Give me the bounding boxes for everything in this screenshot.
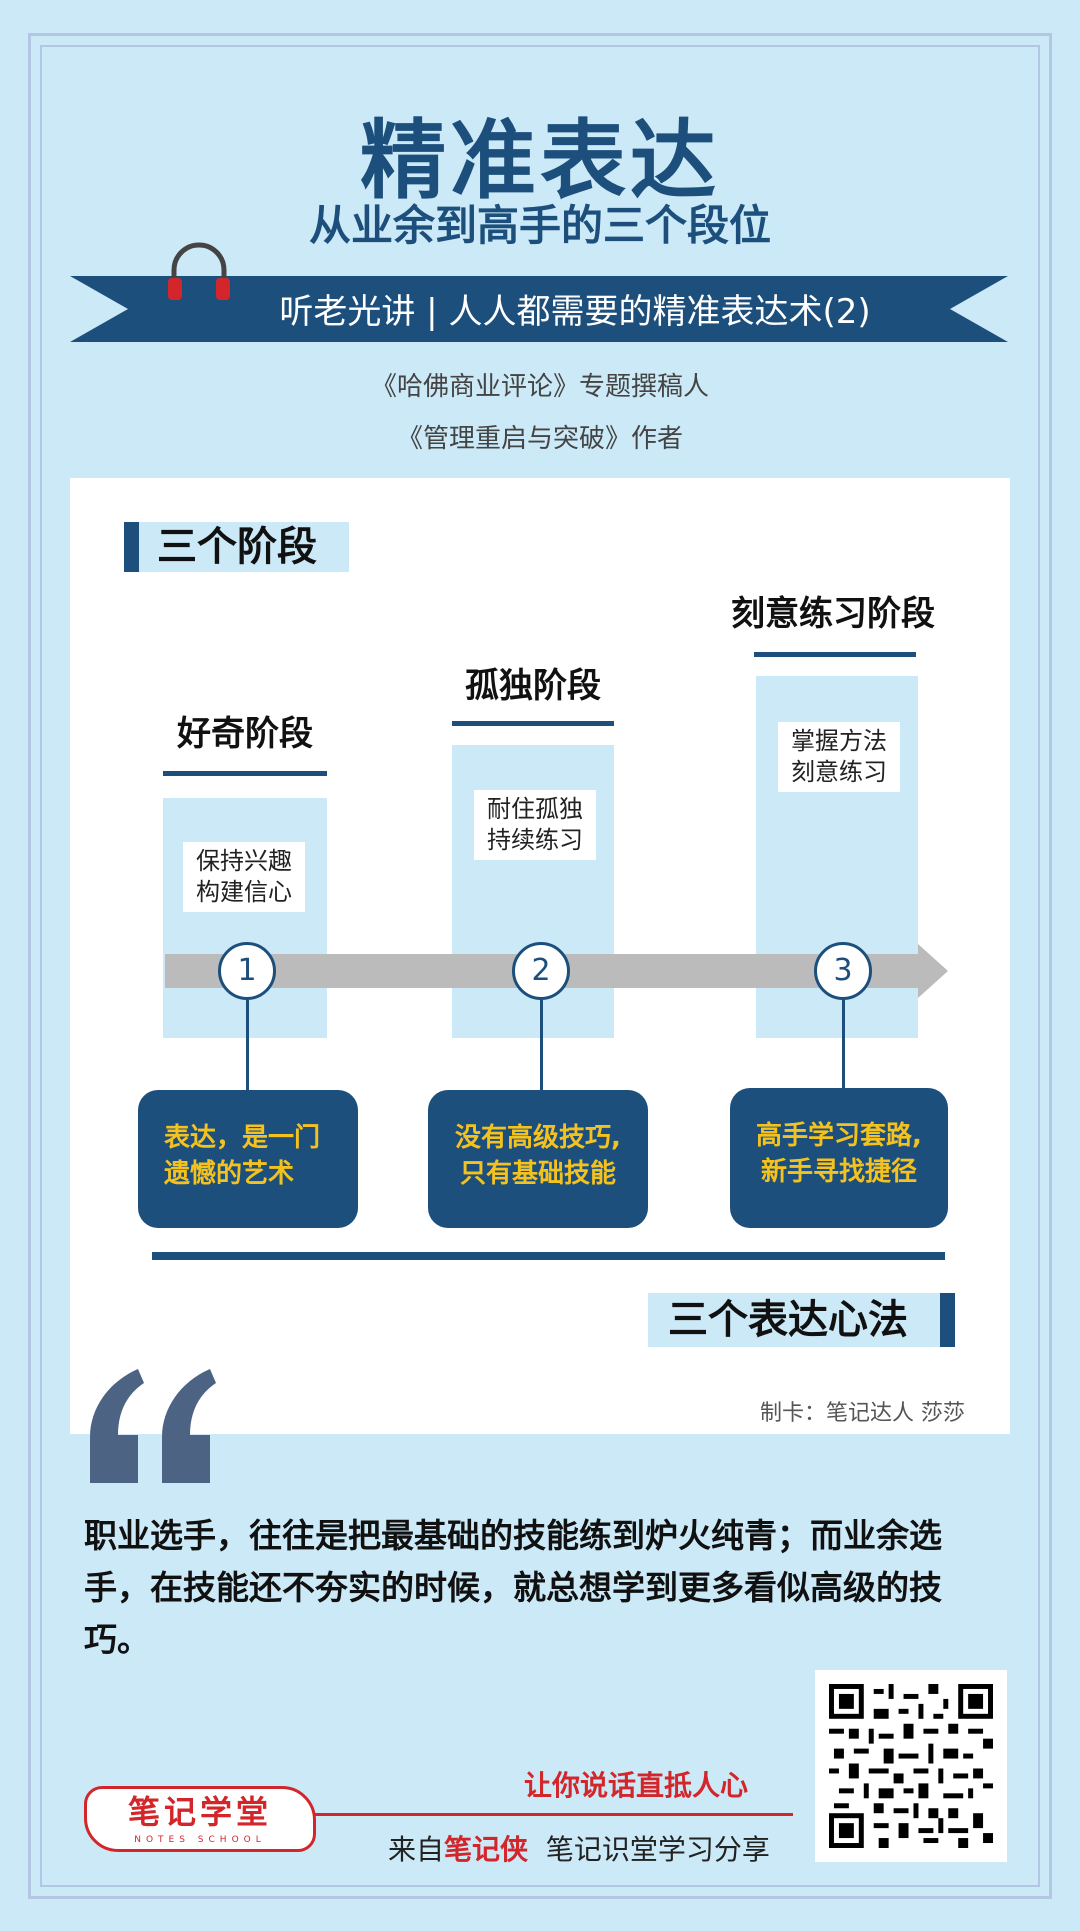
- stage-note-line: 耐住孤独: [487, 795, 583, 823]
- summary-line: 表达，是一门: [164, 1123, 321, 1153]
- section-heading-bar: [124, 522, 139, 572]
- stage-summary-box: 高手学习套路, 新手寻找捷径: [730, 1088, 948, 1228]
- stage-title: 孤独阶段: [465, 666, 601, 706]
- summary-line: 没有高级技巧,: [455, 1123, 621, 1153]
- stage-number-badge: 3: [814, 942, 872, 1000]
- source-credit: 来自笔记侠 笔记识堂学习分享: [388, 1828, 770, 1868]
- stage-note-line: 刻意练习: [791, 758, 887, 786]
- section-heading-bar: [940, 1293, 955, 1347]
- stage-note-line: 保持兴趣: [196, 847, 292, 875]
- stage-note-line: 构建信心: [196, 878, 292, 906]
- stage-underline: [754, 652, 916, 657]
- slogan: 让你说话直抵人心: [524, 1769, 749, 1802]
- stage-number-badge: 2: [512, 942, 570, 1000]
- page-subtitle: 从业余到高手的三个段位: [308, 201, 771, 250]
- stage-summary-box: 表达，是一门 遗憾的艺术: [138, 1090, 358, 1228]
- source-suffix: 笔记识堂学习分享: [528, 1833, 770, 1866]
- footer-divider: [315, 1813, 793, 1816]
- summary-line: 遗憾的艺术: [164, 1159, 295, 1189]
- ribbon-banner: [70, 276, 1008, 342]
- timeline-arrow-head: [918, 944, 948, 998]
- stage-underline: [163, 771, 327, 776]
- author-line-2: 《管理重启与突破》作者: [396, 424, 683, 454]
- summary-line: 只有基础技能: [459, 1159, 616, 1189]
- stage-title: 刻意练习阶段: [731, 594, 935, 634]
- section-heading-bg: [648, 1293, 940, 1347]
- stage-underline: [452, 721, 614, 726]
- stage-note-line: 持续练习: [487, 826, 583, 854]
- source-prefix: 来自: [388, 1833, 445, 1866]
- qr-code[interactable]: [815, 1670, 1007, 1862]
- connector-line: [540, 1000, 543, 1092]
- section-heading: 三个阶段: [157, 524, 317, 570]
- headphone-icon: [168, 242, 230, 300]
- stage-title: 好奇阶段: [177, 714, 313, 754]
- stage-note-line: 掌握方法: [791, 727, 887, 755]
- inner-frame: [40, 45, 1040, 1887]
- source-brand: 笔记侠: [444, 1833, 529, 1866]
- qr-code-icon: [829, 1684, 993, 1848]
- summary-line: 新手寻找捷径: [760, 1157, 917, 1187]
- stage-summary-box: 没有高级技巧, 只有基础技能: [428, 1090, 648, 1228]
- stage-note: 保持兴趣 构建信心: [183, 842, 305, 912]
- summary-line: 高手学习套路,: [756, 1121, 922, 1151]
- quote-mark-icon: [90, 1369, 216, 1483]
- logo-subtext: NOTES SCHOOL: [134, 1835, 266, 1845]
- logo-text: 笔记学堂: [127, 1793, 272, 1831]
- connector-line: [842, 1000, 845, 1092]
- card-maker-credit: 制卡：笔记达人 莎莎: [760, 1401, 965, 1426]
- stage-note: 耐住孤独 持续练习: [474, 790, 596, 860]
- section-heading-bg: [139, 522, 349, 572]
- stage-note: 掌握方法 刻意练习: [778, 722, 900, 792]
- brand-logo: 笔记学堂 NOTES SCHOOL: [84, 1786, 316, 1852]
- outer-frame: [28, 33, 1052, 1899]
- stage-column: [163, 798, 327, 1038]
- divider-line: [152, 1252, 945, 1260]
- section-heading: 三个表达心法: [668, 1297, 908, 1343]
- ribbon-text: 听老光讲 | 人人都需要的精准表达术(2): [279, 292, 871, 332]
- stage-number-badge: 1: [218, 942, 276, 1000]
- page-title: 精准表达: [360, 111, 720, 211]
- connector-line: [246, 1000, 249, 1092]
- quote-text: 职业选手，往往是把最基础的技能练到炉火纯青；而业余选手，在技能还不夯实的时候，就…: [84, 1516, 942, 1659]
- author-line-1: 《哈佛商业评论》专题撰稿人: [370, 372, 709, 402]
